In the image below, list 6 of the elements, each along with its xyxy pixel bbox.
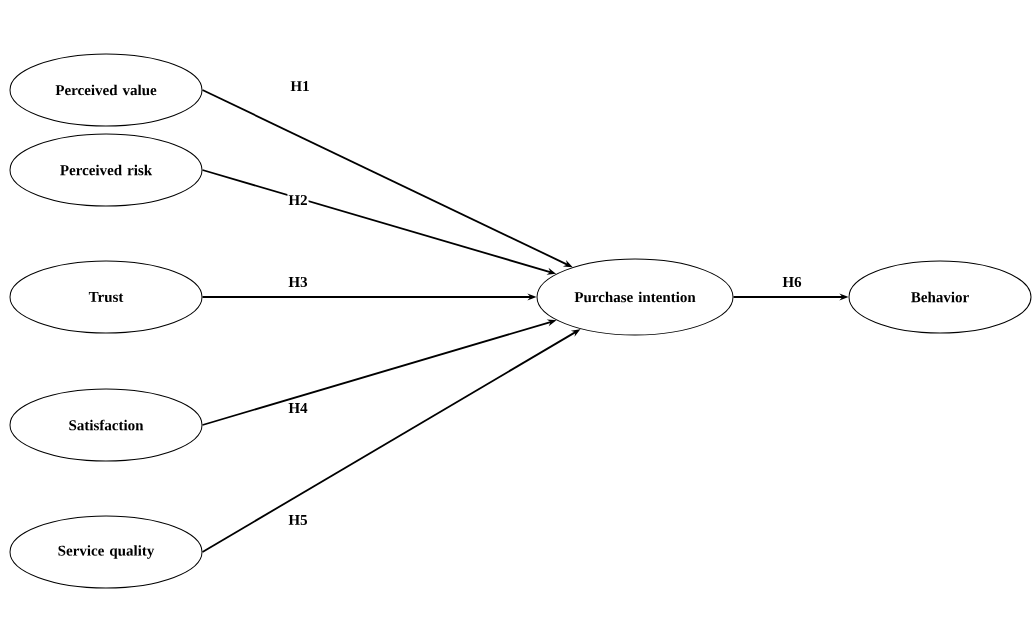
edge-label: H1 bbox=[289, 80, 311, 92]
edge-label: H4 bbox=[287, 402, 309, 414]
edge-label: H6 bbox=[781, 275, 803, 289]
edge-label: H5 bbox=[287, 514, 309, 526]
edge-label: H2 bbox=[287, 194, 309, 206]
edge-label: H3 bbox=[287, 275, 309, 289]
